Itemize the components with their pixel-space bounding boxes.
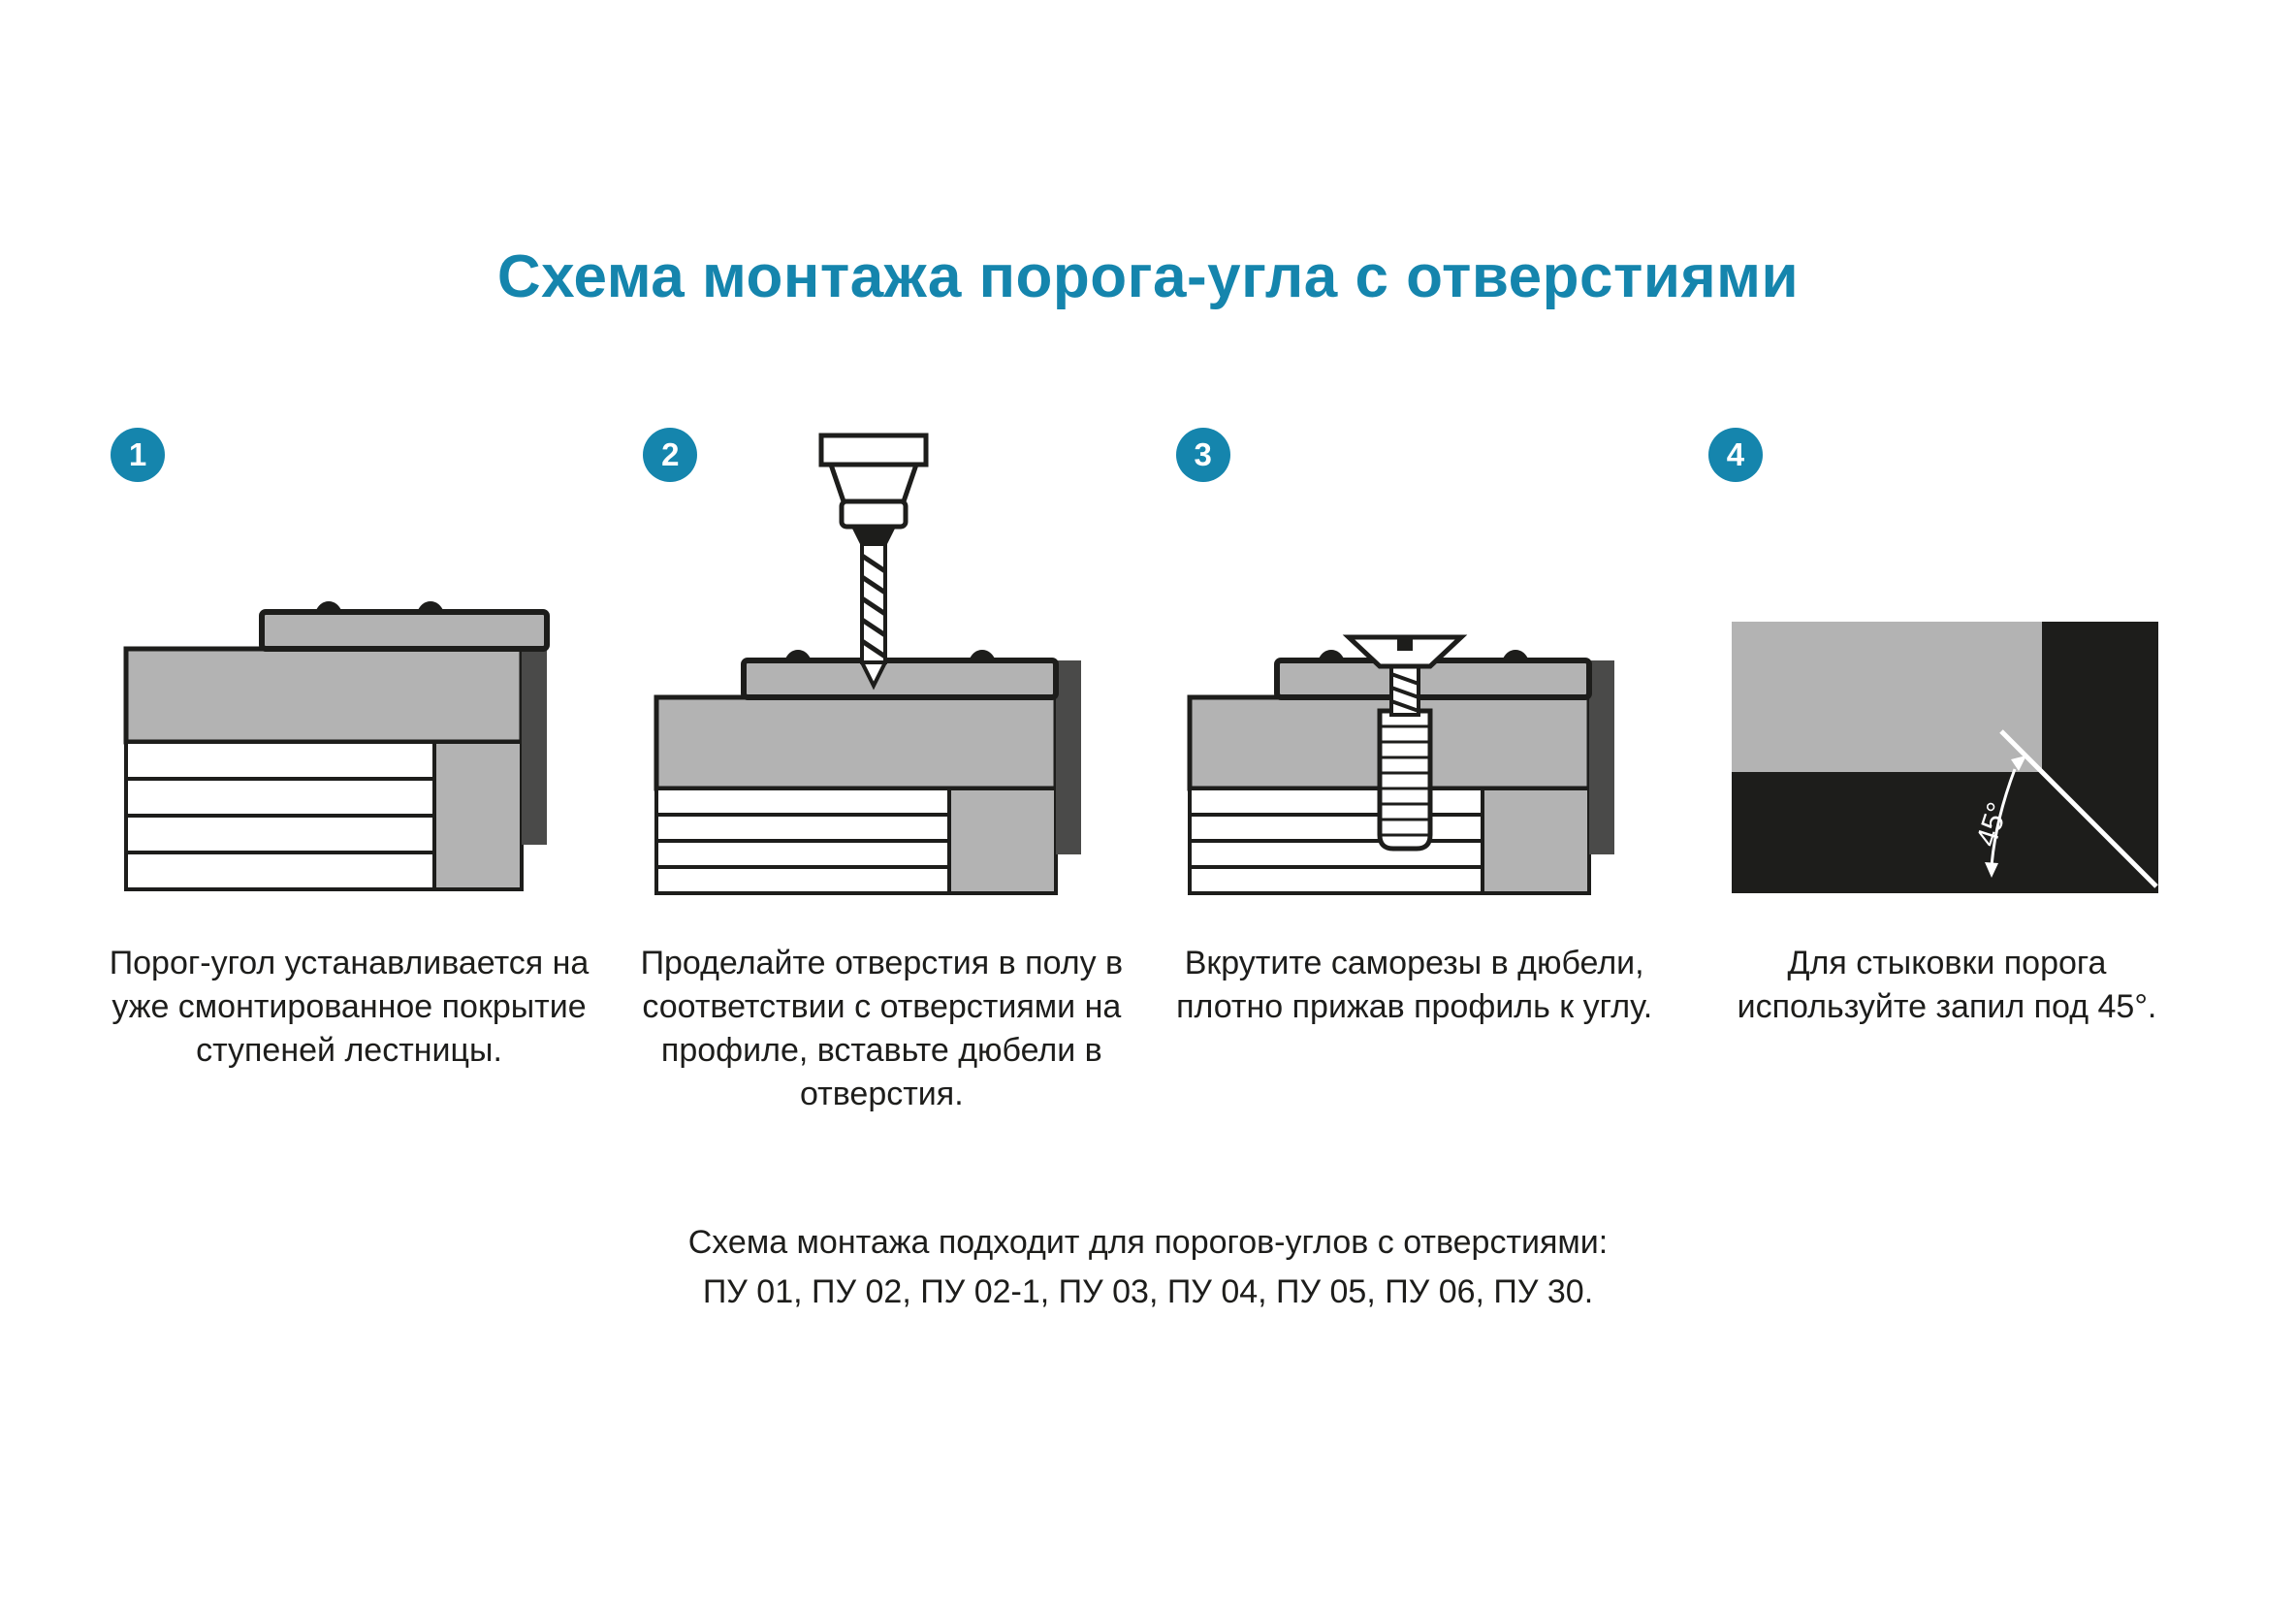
step-1: 1 Порог-угол устанавливается на уж [97,428,601,1073]
miter-cut-line [1999,729,2158,888]
step-4-number-badge: 4 [1707,428,1763,482]
step-4-illustration: 45° [1731,622,2158,893]
corner-profile [741,650,1082,854]
drill-flutes [860,553,887,659]
miter-cut-illustration: 45° [1731,622,2158,893]
steps-row: 1 Порог-угол устанавливается на уж [0,428,2296,1116]
drill-icon [818,433,929,691]
screw-slot [1396,638,1413,651]
step-3-caption: Вкрутите саморезы в дюбели, плотно прижа… [1176,945,1653,1025]
corner-profile [259,601,550,845]
profile-top-view [1731,622,2042,772]
step-1-number-badge: 1 [111,428,165,482]
step-2: 2 [629,428,1133,1116]
screw-icon [1342,634,1467,717]
stair-cross-section [654,694,1059,895]
step-2-caption: Проделайте отверстия в полу в соответств… [640,945,1124,1112]
footer-line-1: Схема монтажа подходит для порогов-углов… [687,1223,1609,1261]
corner-profile [1273,650,1614,854]
footer-line-2: ПУ 01, ПУ 02, ПУ 02-1, ПУ 03, ПУ 04, ПУ … [702,1272,1594,1310]
screw-hole-bump [969,650,997,660]
screw-hole-bump [417,601,444,612]
step-3-illustration [1187,634,1614,895]
screw-hole-bump [1501,650,1529,660]
dowel-ribs [1379,724,1430,837]
angle-arrow-bottom [1984,862,1998,878]
screw-threads [1389,672,1419,713]
step-1-caption: Порог-угол устанавливается на уже смонти… [109,945,590,1069]
dowel-icon [1377,708,1433,852]
screw-hole-bump [1317,650,1345,660]
step-1-illustration [123,601,550,891]
page-title: Схема монтажа порога-угла с отверстиями [496,243,1800,310]
footer-note: Схема монтажа подходит для порогов-углов… [0,1218,2296,1317]
step-4: 4 45° Для стыковки порога используйте за… [1695,428,2199,1029]
stair-cross-section [123,646,525,891]
step-4-caption: Для стыковки порога используйте запил по… [1737,945,2157,1025]
step-2-number-badge: 2 [643,428,698,482]
step-2-illustration [654,433,1082,895]
angle-dimension-arc [1990,768,2017,867]
step-3-number-badge: 3 [1175,428,1230,482]
step-3: 3 [1163,428,1667,1029]
screw-hole-bump [784,650,813,660]
screw-hole-bump [315,601,342,612]
angle-arrow-top [2010,756,2026,771]
